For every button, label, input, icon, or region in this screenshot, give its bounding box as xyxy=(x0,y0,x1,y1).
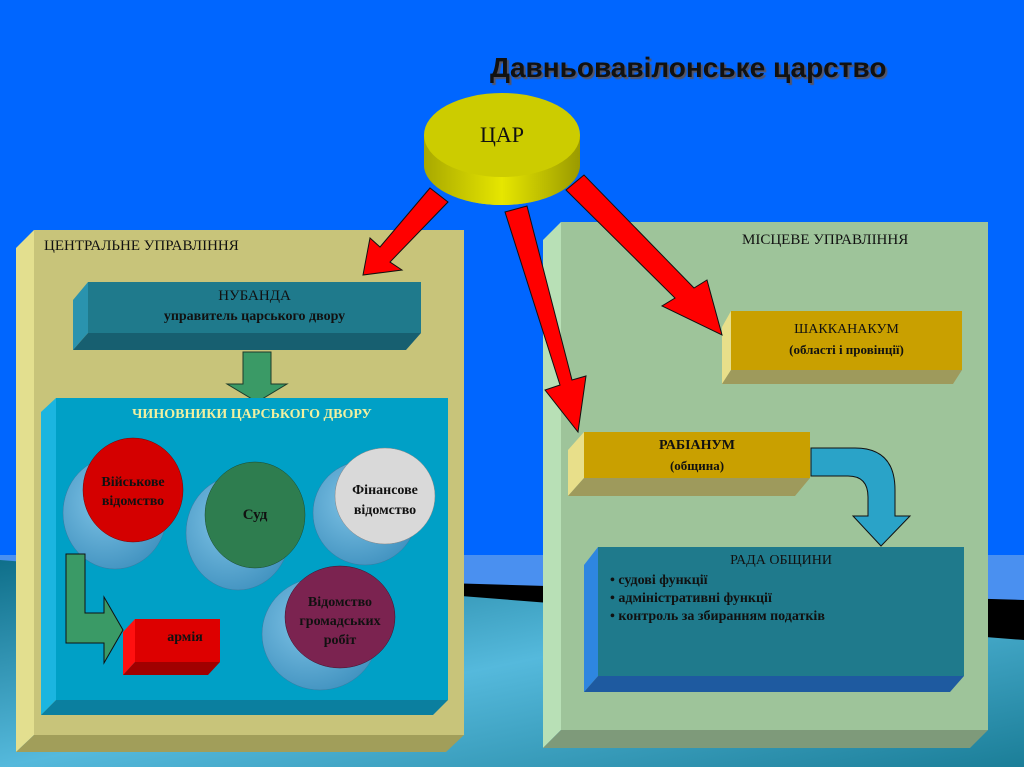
council-title: РАДА ОБЩИНИ xyxy=(730,553,832,568)
central-panel-title: ЦЕНТРАЛЬНЕ УПРАВЛІННЯ xyxy=(44,238,239,254)
council-functions: • судові функції • адміністративні функц… xyxy=(610,572,825,626)
arrow-king-to-shakkanakum xyxy=(565,174,723,336)
shakkanakum-name: ШАККАНАКУМ xyxy=(794,322,899,337)
arrow-nubanda-to-officials xyxy=(225,351,289,403)
local-panel-title: МІСЦЕВЕ УПРАВЛІННЯ xyxy=(742,232,909,248)
arrow-rabianum-to-council xyxy=(810,447,912,547)
rabianum-name: РАБІАНУМ xyxy=(658,438,736,453)
council-function: • контроль за збиранням податків xyxy=(610,609,825,624)
king-disc xyxy=(424,93,580,205)
arrow-military-to-army xyxy=(65,553,124,665)
shakkanakum-box xyxy=(722,311,962,384)
department-court-label: Суд xyxy=(242,507,268,523)
nubanda-box xyxy=(73,282,421,350)
council-box xyxy=(584,547,964,692)
army-box xyxy=(123,619,220,675)
council-function: • судові функції xyxy=(610,573,708,588)
rabianum-box xyxy=(568,432,810,496)
nubanda-description: управитель царського двору xyxy=(163,309,346,324)
army-label: армія xyxy=(167,630,203,645)
department-military xyxy=(62,437,184,570)
arrow-king-to-rabianum xyxy=(504,205,587,434)
arrow-king-to-central xyxy=(362,187,449,276)
king-label: ЦАР xyxy=(479,122,524,147)
officials-title: ЧИНОВНИКИ ЦАРСЬКОГО ДВОРУ xyxy=(132,407,372,422)
page-title: Давньовавілонське царство xyxy=(490,52,887,83)
department-public-works xyxy=(261,565,396,691)
department-court xyxy=(185,461,306,591)
department-military-label: Військове відомство xyxy=(101,475,165,509)
rabianum-description: (община) xyxy=(669,458,725,473)
nubanda-name: НУБАНДА xyxy=(218,288,291,304)
department-finance-label: Фінансове відомство xyxy=(352,483,418,518)
shakkanakum-description: (області і провінції) xyxy=(789,342,904,357)
department-public-works-label: Відомство громадських робіт xyxy=(299,595,381,648)
department-finance xyxy=(312,447,436,566)
council-function: • адміністративні функції xyxy=(610,591,772,606)
